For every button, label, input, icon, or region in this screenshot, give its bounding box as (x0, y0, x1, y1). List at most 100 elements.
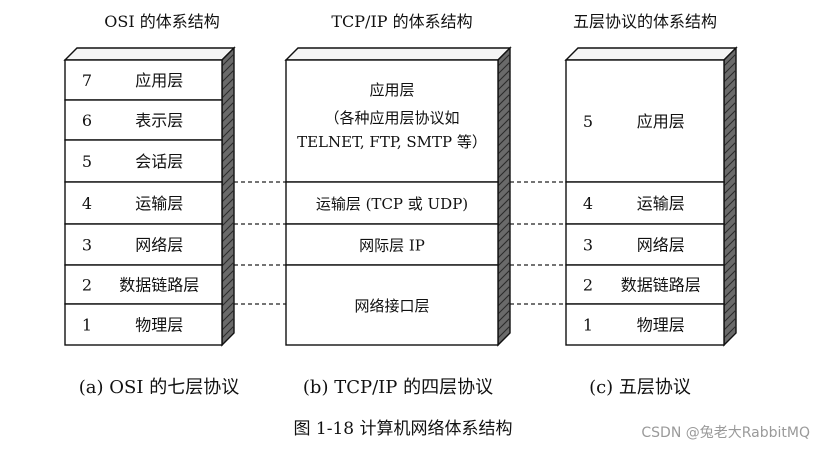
layer-box (64, 264, 223, 305)
side-hatch (221, 309, 235, 323)
side-hatch (723, 165, 737, 179)
side-hatch (497, 325, 511, 339)
side-hatch (497, 285, 511, 299)
side-hatch (497, 133, 511, 147)
side-hatch (497, 253, 511, 267)
side-hatch (221, 237, 235, 251)
side-hatch (723, 237, 737, 251)
side-hatch (497, 173, 511, 187)
side-hatch (221, 229, 235, 243)
layer-name: 数据链路层 (621, 276, 701, 295)
side-hatch (221, 157, 235, 171)
side-hatch (221, 221, 235, 235)
side-hatch (723, 253, 737, 267)
layer-number: 1 (82, 316, 92, 335)
side-hatch (723, 197, 737, 211)
layer-number: 7 (82, 71, 92, 90)
side-hatch (723, 309, 737, 323)
side-hatch (221, 301, 235, 315)
side-hatch (723, 61, 737, 75)
side-hatch (497, 301, 511, 315)
side-hatch (497, 269, 511, 283)
side-hatch (221, 277, 235, 291)
side-hatch (723, 157, 737, 171)
five-layer-title: 五层协议的体系结构 (573, 12, 717, 31)
side-hatch (221, 61, 235, 75)
side-hatch (723, 245, 737, 259)
layer-number: 3 (82, 236, 92, 255)
layer-box (285, 59, 499, 183)
side-hatch (497, 229, 511, 243)
layer-name: 表示层 (135, 111, 183, 130)
layer-box (64, 99, 223, 141)
osi-title: OSI 的体系结构 (104, 12, 220, 31)
tcpip-title: TCP/IP 的体系结构 (331, 12, 472, 31)
layer-correspondence-lines (234, 181, 566, 305)
layer-text: 应用层 (369, 81, 414, 99)
layer-text: 网络接口层 (354, 297, 429, 315)
side-hatch (221, 85, 235, 99)
side-hatch (497, 317, 511, 331)
layer-name: 网络层 (637, 236, 685, 255)
side-hatch (723, 117, 737, 131)
layer-box (565, 303, 725, 346)
stack-top-face (284, 47, 512, 61)
layer-number: 5 (583, 112, 593, 131)
side-hatch (221, 261, 235, 275)
layer-box (565, 264, 725, 305)
side-hatch (221, 69, 235, 83)
layer-number: 6 (82, 111, 92, 130)
side-hatch (221, 189, 235, 203)
side-hatch (221, 53, 235, 67)
layer-box (565, 223, 725, 266)
side-hatch (723, 325, 737, 339)
side-hatch (723, 69, 737, 83)
side-hatch (221, 133, 235, 147)
side-hatch (497, 53, 511, 67)
layer-box (565, 59, 725, 183)
side-hatch (497, 149, 511, 163)
side-hatch (723, 85, 737, 99)
side-hatch (497, 69, 511, 83)
side-hatch (723, 261, 737, 275)
layer-number: 4 (583, 194, 593, 213)
side-hatch (723, 109, 737, 123)
layer-name: 物理层 (637, 316, 685, 335)
side-hatch (221, 125, 235, 139)
side-hatch (497, 293, 511, 307)
side-hatch (221, 325, 235, 339)
stack-top-face (63, 47, 236, 61)
side-hatch (497, 77, 511, 91)
side-hatch (723, 285, 737, 299)
osi-caption: (a) OSI 的七层协议 (79, 377, 239, 398)
side-hatch (221, 149, 235, 163)
side-hatch (497, 205, 511, 219)
layer-box (64, 303, 223, 346)
side-hatch (221, 173, 235, 187)
layer-text: 运输层 (TCP 或 UDP) (316, 195, 468, 213)
side-hatch (497, 221, 511, 235)
side-hatch (497, 245, 511, 259)
side-hatch (221, 181, 235, 195)
side-hatch (723, 149, 737, 163)
side-hatch (497, 237, 511, 251)
side-hatch (497, 261, 511, 275)
side-hatch (497, 141, 511, 155)
side-hatch (221, 245, 235, 259)
side-hatch (723, 277, 737, 291)
figure-caption: 图 1-18 计算机网络体系结构 (294, 419, 513, 439)
side-hatch (723, 221, 737, 235)
side-hatch (723, 317, 737, 331)
stack-top-face (564, 47, 738, 61)
side-hatch (221, 205, 235, 219)
side-hatch (497, 189, 511, 203)
side-hatch (497, 165, 511, 179)
side-hatch (723, 205, 737, 219)
side-hatch (221, 317, 235, 331)
side-hatch (221, 101, 235, 115)
layer-box (285, 223, 499, 266)
side-hatch (723, 77, 737, 91)
side-hatch (497, 101, 511, 115)
